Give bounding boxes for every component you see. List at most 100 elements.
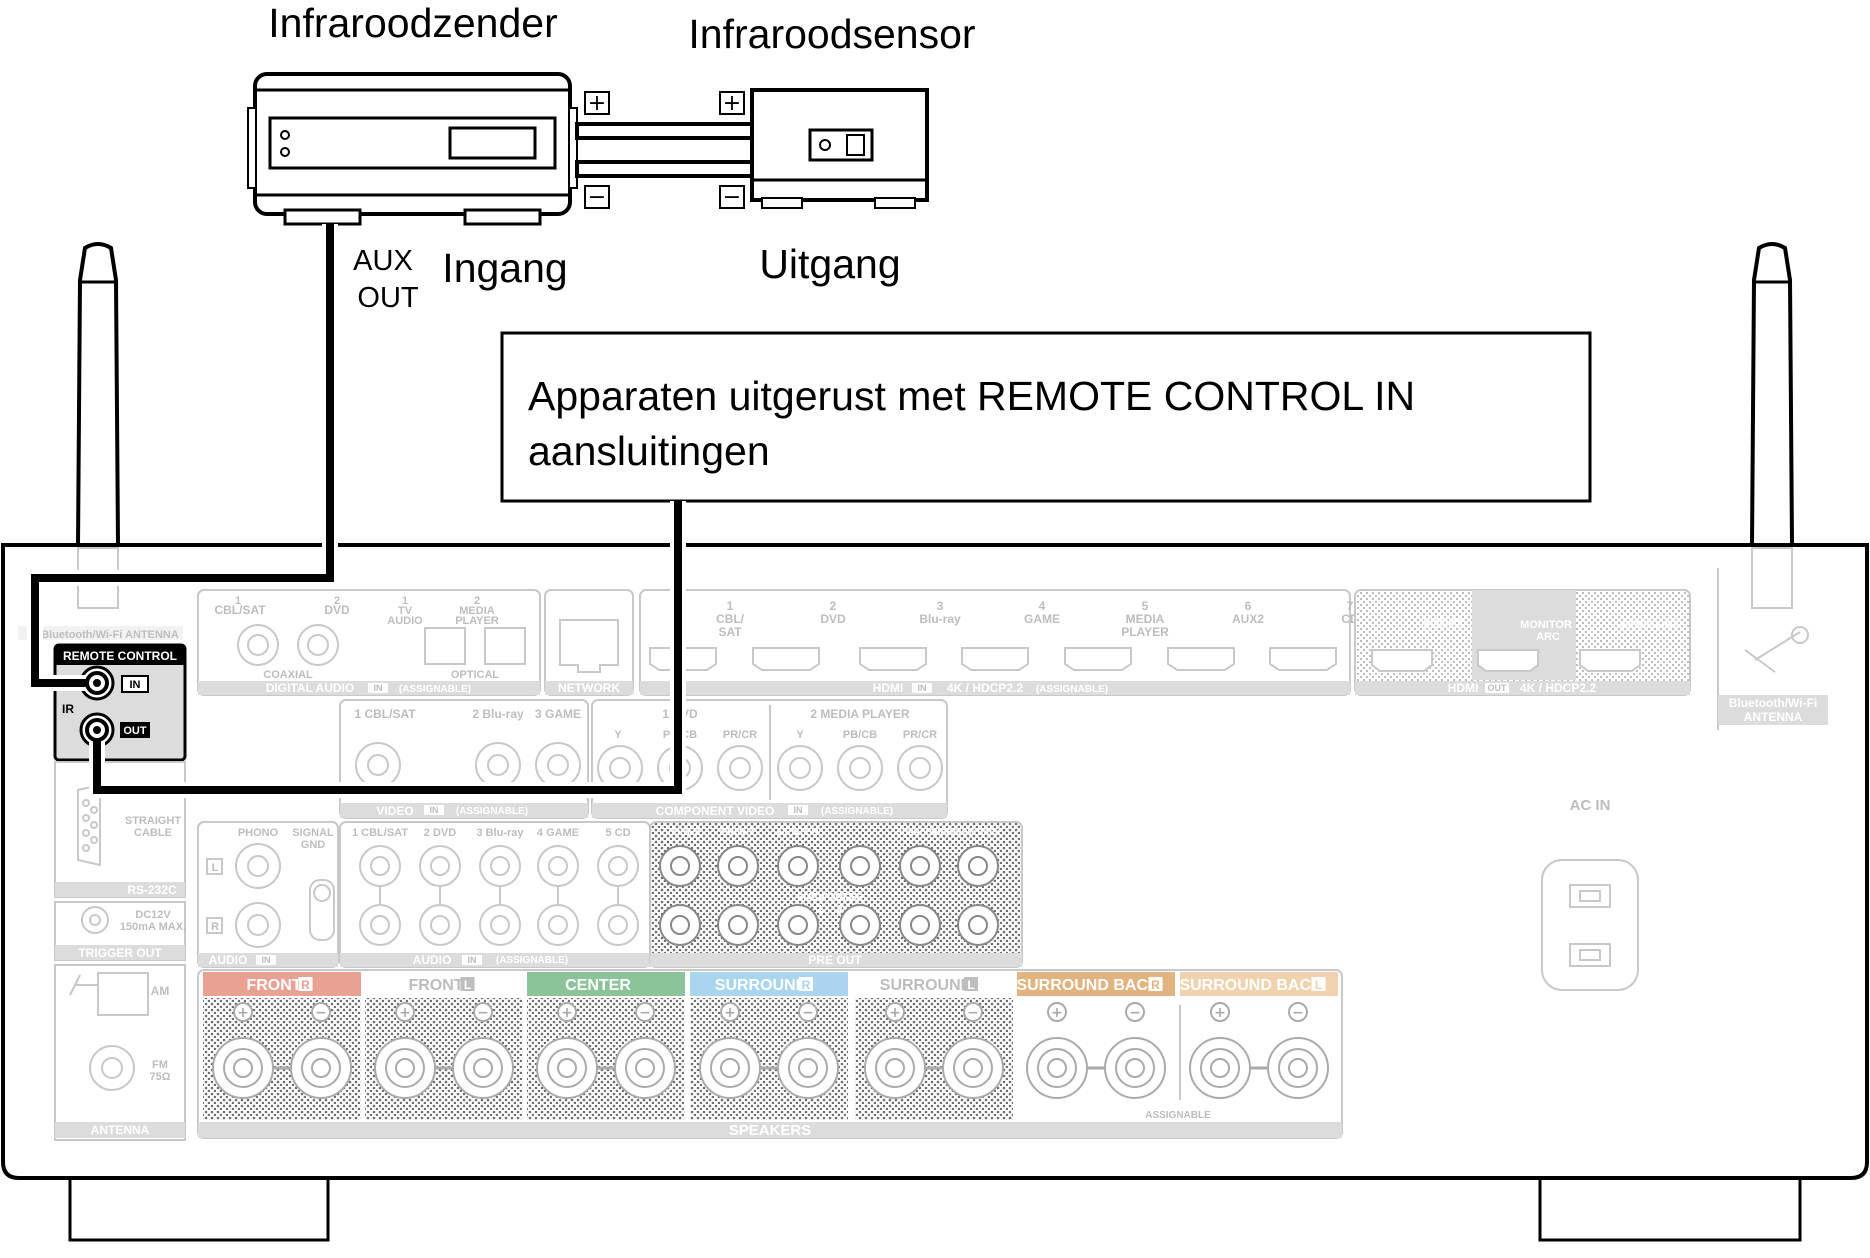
component-jack-5[interactable] [837,745,883,791]
hdmi-out-zone2: ZONE2 [1423,617,1463,631]
phono-jack-l[interactable] [235,843,281,889]
hdmi-in-num-6: 6 [1245,599,1252,613]
hdmi-in-port-2[interactable] [752,647,820,671]
signal-gnd-b: GND [301,839,326,851]
speaker-terminal-7-neg[interactable] [1267,1037,1329,1099]
video-ch3: 3 GAME [535,707,581,721]
hdmi-in-port-4[interactable] [961,647,1029,671]
speaker-terminal-4-neg[interactable] [777,1037,839,1099]
preout-jack-3-a[interactable] [777,845,819,887]
hdmi-in-name-6: AUX2 [1232,612,1264,626]
lan-port[interactable] [559,619,619,673]
speaker-polarity-2-minus: − [477,1005,489,1021]
hdmi-in-port-5[interactable] [1064,647,1132,671]
remote-control-title: REMOTE CONTROL [63,649,177,663]
digital-ch1-name: CBL/SAT [214,603,266,617]
remote-in-label: IN [130,679,141,691]
preout-jack-5-b[interactable] [899,904,941,946]
preout-jack-4-b[interactable] [839,904,881,946]
signal-gnd-a: SIGNAL [292,827,334,839]
cable-aux-out-to-remote-in [31,224,334,687]
phono-jack-r[interactable] [235,902,281,948]
ir-sensor [750,88,929,209]
speakers-footer: SPEAKERS [729,1122,812,1139]
hdmi-out-monitor2-port[interactable] [1579,649,1641,672]
speaker-terminal-5-pos[interactable] [864,1037,926,1099]
hdmi-in-num-4: 4 [1039,599,1046,613]
speaker-terminal-2-neg[interactable] [452,1037,514,1099]
speaker-side-badge-7 [1311,977,1326,991]
remote-out-label: OUT [123,725,147,737]
speaker-polarity-4-minus: − [802,1005,814,1021]
speaker-header-bg-1 [203,972,361,996]
hdmi-in-footer: HDMI [873,681,904,695]
speaker-terminal-3-neg[interactable] [614,1037,676,1099]
preout-jack-2-a[interactable] [717,845,759,887]
speaker-terminal-5-neg[interactable] [942,1037,1004,1099]
coaxial-label: COAXIAL [263,669,313,681]
preout-jack-1-a[interactable] [659,845,701,887]
preout-jack-5-a[interactable] [899,845,941,887]
hdmi-in-badge: IN [918,683,927,693]
hdmi-in-assignable: (ASSIGNABLE) [1036,684,1108,695]
speaker-terminal-2-pos[interactable] [374,1037,436,1099]
ac-in-socket[interactable] [1541,859,1639,991]
fm-label-b: 75Ω [149,1071,170,1083]
component-jack-4[interactable] [777,745,823,791]
cables [27,224,686,798]
ir-sensor-label: Infraroodsensor [688,11,975,57]
signal-gnd-terminal[interactable] [313,884,331,902]
hdmi-in-port-3[interactable] [859,647,927,671]
component-pr-1: PR/CR [723,729,757,741]
optical-jack-2[interactable] [484,627,526,665]
hdmi-in-name-1: CBL/ [716,612,745,626]
coax-jack-1[interactable] [237,624,279,666]
video-in-badge: IN [430,805,439,815]
audio-in-badge: IN [468,955,477,965]
speaker-terminal-6-neg[interactable] [1104,1037,1166,1099]
preout-sub1: 1 [817,904,823,915]
speaker-header-bg-3 [527,972,685,996]
speaker-side-7: L [1315,978,1322,992]
ac-in-block: AC IN [1541,797,1639,991]
hdmi-out-zone2-port[interactable] [1371,649,1433,672]
digital-ch2-num: 2 [334,595,340,607]
hdmi-in-port-6[interactable] [1167,647,1235,671]
ir-sensor-cable [575,122,754,178]
hdmi-in-name-5: MEDIA [1126,612,1165,626]
speaker-terminal-4-pos[interactable] [699,1037,761,1099]
speaker-terminal-3-pos[interactable] [536,1037,598,1099]
speaker-terminal-1-neg[interactable] [290,1037,352,1099]
preout-jack-4-a[interactable] [839,845,881,887]
hdmi-out-monitor-port[interactable] [1477,649,1539,672]
optical-jack-1[interactable] [424,627,466,665]
preout-front: FRONT [721,827,755,838]
preout-jack-6-a[interactable] [957,845,999,887]
speaker-terminal-6-pos[interactable] [1026,1037,1088,1099]
component-assignable: (ASSIGNABLE) [821,806,893,817]
hdmi-in-num-2: 2 [830,599,837,613]
speaker-header-bg-2 [365,972,523,996]
hdmi-out-monitor: MONITOR [1520,619,1572,631]
component-jack-6[interactable] [897,745,943,791]
right-antenna-label-1: Bluetooth/Wi-Fi [1729,696,1818,710]
coax-jack-2[interactable] [297,624,339,666]
hdmi-in-port-7[interactable] [1269,647,1337,671]
audio-in-ch-3: 3 Blu-ray [476,827,524,839]
preout-jack-3-b[interactable] [777,904,819,946]
speaker-terminal-1-pos[interactable] [212,1037,274,1099]
hdmi-in-name-2: DVD [820,612,846,626]
phono-r: R [211,921,219,933]
speaker-terminal-7-pos[interactable] [1189,1037,1251,1099]
component-pr-2: PR/CR [903,729,937,741]
preout-jack-1-b[interactable] [659,904,701,946]
preout-jack-6-b[interactable] [957,904,999,946]
speaker-polarity-6-minus: − [1129,1005,1141,1021]
digital-ch3-num: 1 [402,595,408,607]
right-foot [1538,1178,1802,1242]
component-jack-3[interactable] [717,745,763,791]
preout-jack-2-b[interactable] [717,904,759,946]
